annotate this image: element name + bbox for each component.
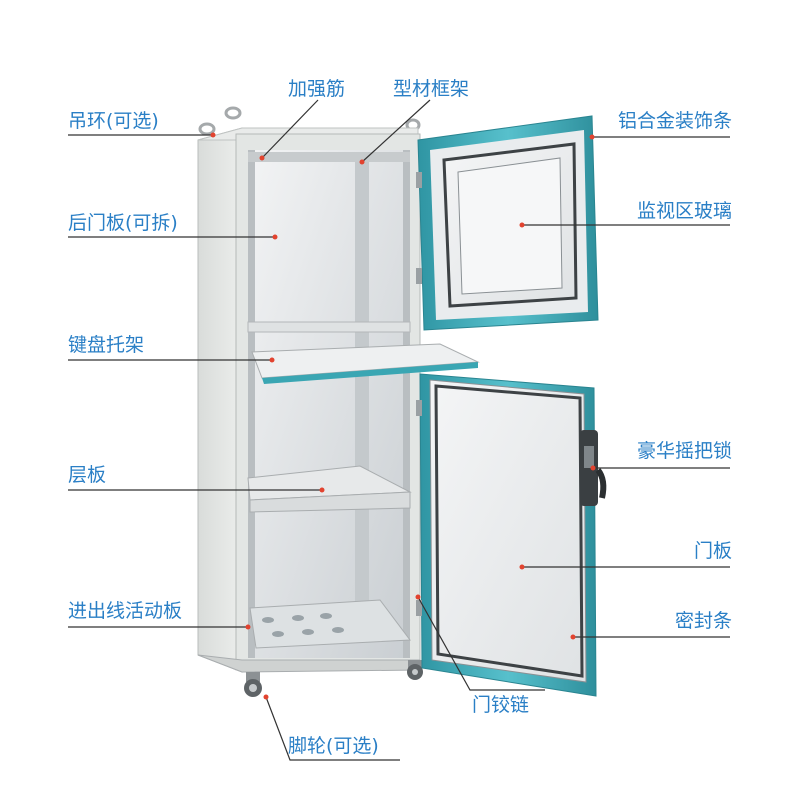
label-seal-strip: 密封条 [674, 610, 732, 632]
swing-lock-shape [580, 430, 607, 506]
upper-door [417, 115, 599, 331]
casters [244, 660, 423, 697]
leader-line-reinforcing-rib [261, 99, 319, 159]
door-hinges [416, 172, 422, 616]
leader-lines [68, 99, 730, 761]
cable-entry-plate-shape [249, 599, 411, 649]
label-luxury-swing-lock: 豪华摇把锁 [636, 440, 732, 462]
leader-line-casters [265, 696, 400, 761]
label-profile-frame: 型材框架 [393, 78, 470, 100]
keyboard-tray-front-lip [262, 362, 478, 384]
cable-holes [262, 613, 344, 637]
label-door-hinge: 门铰链 [472, 694, 530, 716]
keyboard-tray-upper-shelf [247, 321, 411, 333]
label-casters: 脚轮(可选) [288, 735, 379, 757]
leader-line-profile-frame [361, 99, 431, 163]
cabinet-side-panel [197, 127, 243, 673]
label-keyboard-tray: 键盘托架 [68, 334, 145, 356]
seal-strip-shape [434, 384, 584, 678]
label-monitor-glass: 监视区玻璃 [636, 200, 732, 222]
label-aluminum-trim: 铝合金装饰条 [617, 110, 732, 132]
shelf-front-lip [249, 491, 411, 513]
label-door-panel: 门板 [693, 540, 732, 562]
label-shelf: 层板 [68, 464, 107, 486]
rear-door-panel-shape [248, 150, 410, 658]
leader-line-door-hinge [417, 596, 545, 691]
label-reinforcing-rib: 加强筋 [288, 78, 346, 100]
lower-door [419, 373, 597, 697]
label-cable-entry-plate: 进出线活动板 [68, 600, 183, 622]
label-lifting-ring: 吊环(可选) [68, 110, 159, 132]
label-rear-door-panel: 后门板(可拆) [68, 212, 178, 234]
leader-dots [210, 132, 596, 700]
reinforcing-rib [248, 152, 410, 162]
profile-frame-rails [248, 150, 410, 658]
